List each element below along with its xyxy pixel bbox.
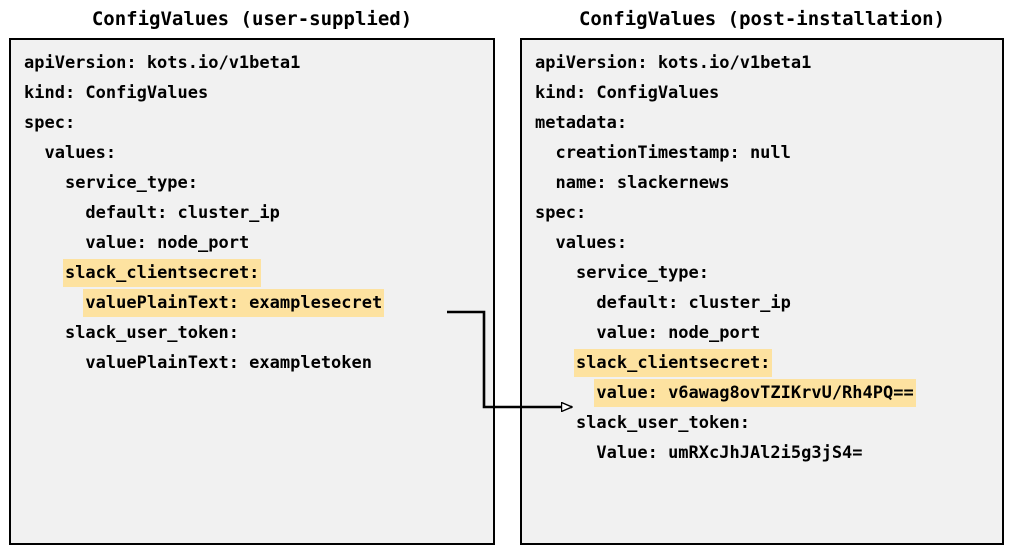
code-line: default: cluster_ip — [11, 198, 493, 228]
code-indent — [24, 143, 44, 163]
code-indent — [535, 323, 596, 343]
code-line-text: spec: — [24, 113, 76, 133]
code-indent — [535, 413, 576, 433]
code-line-text: apiVersion: kots.io/v1beta1 — [535, 53, 812, 73]
code-line-text: metadata: — [535, 113, 628, 133]
code-indent — [24, 293, 85, 313]
code-line: value: node_port — [11, 228, 493, 258]
panel-title-user-supplied: ConfigValues (user-supplied) — [91, 8, 413, 30]
code-line-text: value: node_port — [85, 233, 250, 253]
code-indent — [535, 293, 596, 313]
code-line-text: values: — [44, 143, 117, 163]
code-line-text: kind: ConfigValues — [535, 83, 720, 103]
code-line-text: values: — [555, 233, 628, 253]
code-line: name: slackernews — [522, 168, 1002, 198]
code-line-text: valuePlainText: examplesecret — [85, 291, 383, 315]
code-line-text: default: cluster_ip — [596, 293, 791, 313]
code-indent — [535, 173, 555, 193]
code-line: default: cluster_ip — [522, 288, 1002, 318]
code-indent — [24, 263, 65, 283]
code-lines-user-supplied: apiVersion: kots.io/v1beta1 kind: ConfigV… — [11, 48, 493, 378]
code-line: values: — [11, 138, 493, 168]
code-line-text: valuePlainText: exampletoken — [85, 353, 372, 373]
code-line-text: Value: umRXcJhJAl2i5g3jS4= — [596, 443, 863, 463]
code-line-text: slack_clientsecret: — [64, 261, 260, 285]
code-line-text: slack_user_token: — [64, 323, 239, 343]
code-line: spec: — [522, 198, 1002, 228]
code-line: apiVersion: kots.io/v1beta1 — [522, 48, 1002, 78]
code-line: value: v6awag8ovTZIKrvU/Rh4PQ== — [522, 378, 1002, 408]
code-line-text: service_type: — [64, 173, 199, 193]
code-line: slack_clientsecret: — [522, 348, 1002, 378]
code-indent — [535, 443, 596, 463]
code-indent — [535, 233, 555, 253]
code-line-text: value: node_port — [596, 323, 761, 343]
code-line-text: apiVersion: kots.io/v1beta1 — [24, 53, 301, 73]
panel-title-post-installation: ConfigValues (post-installation) — [578, 8, 946, 30]
code-indent — [24, 173, 65, 193]
code-line: service_type: — [522, 258, 1002, 288]
code-indent — [24, 353, 85, 373]
code-line-text: service_type: — [575, 263, 710, 283]
code-line-text: slack_clientsecret: — [575, 351, 771, 375]
code-box-post-installation: apiVersion: kots.io/v1beta1 kind: ConfigV… — [520, 38, 1004, 545]
code-line-text: value: v6awag8ovTZIKrvU/Rh4PQ== — [596, 381, 914, 405]
code-line: apiVersion: kots.io/v1beta1 — [11, 48, 493, 78]
code-lines-post-installation: apiVersion: kots.io/v1beta1 kind: ConfigV… — [522, 48, 1002, 468]
code-line: valuePlainText: exampletoken — [11, 348, 493, 378]
code-indent — [24, 233, 85, 253]
code-line: slack_user_token: — [522, 408, 1002, 438]
code-indent — [535, 383, 596, 403]
code-line-text: kind: ConfigValues — [24, 83, 209, 103]
code-line: values: — [522, 228, 1002, 258]
code-line: kind: ConfigValues — [522, 78, 1002, 108]
code-line-text: name: slackernews — [555, 173, 730, 193]
code-line: valuePlainText: examplesecret — [11, 288, 493, 318]
code-indent — [535, 353, 576, 373]
code-indent — [24, 323, 65, 343]
code-line-text: creationTimestamp: null — [555, 143, 791, 163]
code-line: slack_clientsecret: — [11, 258, 493, 288]
code-line-text: spec: — [535, 203, 587, 223]
code-line: slack_user_token: — [11, 318, 493, 348]
code-line: Value: umRXcJhJAl2i5g3jS4= — [522, 438, 1002, 468]
code-line-text: slack_user_token: — [575, 413, 750, 433]
code-line: metadata: — [522, 108, 1002, 138]
code-line: creationTimestamp: null — [522, 138, 1002, 168]
code-box-user-supplied: apiVersion: kots.io/v1beta1 kind: ConfigV… — [9, 38, 495, 545]
code-indent — [24, 203, 85, 223]
code-line-text: default: cluster_ip — [85, 203, 280, 223]
code-line: value: node_port — [522, 318, 1002, 348]
code-indent — [535, 143, 555, 163]
code-line: kind: ConfigValues — [11, 78, 493, 108]
code-line: spec: — [11, 108, 493, 138]
code-line: service_type: — [11, 168, 493, 198]
code-indent — [535, 263, 576, 283]
